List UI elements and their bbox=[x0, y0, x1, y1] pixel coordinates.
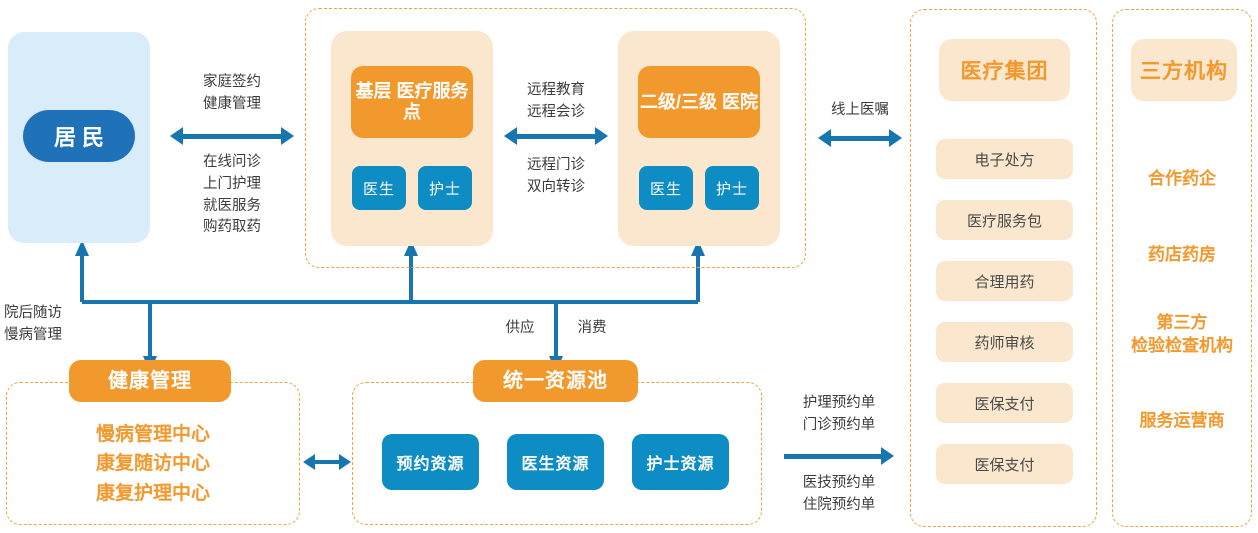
medical-group-title: 医疗集团 bbox=[960, 60, 1049, 83]
third-party-items: 合作药企 药店药房 第三方 检验检查机构 服务运营商 bbox=[1112, 120, 1252, 510]
medical-group-item-1-label: 医疗服务包 bbox=[966, 212, 1042, 230]
arrow-label-primary-hospital-top: 远程教育 远程会诊 bbox=[527, 82, 585, 120]
hospital-role-nurse-label: 护士 bbox=[715, 180, 748, 198]
resource-pool-title-chip[interactable]: 统一资源池 bbox=[473, 360, 638, 402]
third-party-panel bbox=[1112, 9, 1252, 527]
arrow-label-resident-center-bottom: 在线问诊 上门护理 就医服务 购药取药 bbox=[203, 154, 261, 236]
health-management-title: 健康管理 bbox=[108, 369, 192, 392]
primary-care-title-chip[interactable]: 基层 医疗服务点 bbox=[351, 66, 473, 138]
resource-pool-item-0-label: 预约资源 bbox=[396, 456, 465, 473]
resident-badge[interactable]: 居民 bbox=[23, 110, 135, 162]
primary-care-role-nurse-label: 护士 bbox=[428, 180, 461, 198]
medical-group-item-2-label: 合理用药 bbox=[974, 273, 1035, 291]
arrow-health-resource bbox=[303, 452, 351, 472]
resource-pool-item-0[interactable]: 预约资源 bbox=[382, 434, 479, 490]
arrow-resident-center bbox=[170, 126, 294, 146]
medical-group-item-0-label: 电子处方 bbox=[974, 151, 1035, 169]
arrow-primary-hospital bbox=[504, 126, 608, 146]
medical-group-item-1[interactable]: 医疗服务包 bbox=[936, 200, 1073, 240]
arrow-label-orders-top: 护理预约单 门诊预约单 bbox=[802, 395, 876, 433]
medical-group-item-3[interactable]: 药师审核 bbox=[936, 322, 1073, 362]
arrow-label-center-group: 线上医嘱 bbox=[831, 102, 889, 118]
resource-pool-item-1-label: 医生资源 bbox=[521, 456, 590, 473]
hospital-role-doctor-label: 医生 bbox=[649, 180, 682, 198]
primary-care-role-nurse[interactable]: 护士 bbox=[418, 166, 472, 210]
hospital-title-chip[interactable]: 二级/三级 医院 bbox=[638, 66, 760, 138]
third-party-item-3[interactable]: 服务运营商 bbox=[1139, 411, 1225, 430]
resident-label: 居民 bbox=[53, 125, 110, 150]
medical-group-item-2[interactable]: 合理用药 bbox=[936, 261, 1073, 301]
resource-pool-item-1[interactable]: 医生资源 bbox=[507, 434, 604, 490]
hospital-title: 二级/三级 医院 bbox=[639, 91, 758, 112]
third-party-title: 三方机构 bbox=[1140, 60, 1228, 83]
arrow-orders bbox=[784, 446, 894, 466]
medical-group-panel bbox=[910, 9, 1097, 527]
medical-group-item-0[interactable]: 电子处方 bbox=[936, 139, 1073, 179]
medical-group-item-4[interactable]: 医保支付 bbox=[936, 383, 1073, 423]
third-party-item-2[interactable]: 第三方 检验检查机构 bbox=[1131, 313, 1233, 355]
primary-care-role-doctor[interactable]: 医生 bbox=[352, 166, 406, 210]
primary-care-role-doctor-label: 医生 bbox=[362, 180, 395, 198]
medical-group-item-3-label: 药师审核 bbox=[974, 334, 1035, 352]
medical-group-item-5[interactable]: 医保支付 bbox=[936, 444, 1073, 484]
primary-care-card bbox=[331, 31, 493, 246]
health-management-item-2[interactable]: 康复护理中心 bbox=[95, 482, 210, 504]
medical-group-item-5-label: 医保支付 bbox=[974, 456, 1035, 474]
center-panel bbox=[305, 8, 806, 268]
resource-pool-item-2[interactable]: 护士资源 bbox=[632, 434, 729, 490]
resource-pool-item-2-label: 护士资源 bbox=[646, 456, 715, 473]
third-party-item-0[interactable]: 合作药企 bbox=[1148, 169, 1216, 188]
primary-care-title: 基层 医疗服务点 bbox=[355, 81, 469, 122]
health-management-item-1[interactable]: 康复随访中心 bbox=[95, 453, 210, 475]
medical-group-item-4-label: 医保支付 bbox=[974, 395, 1035, 413]
arrow-label-post-discharge: 院后随访 慢病管理 bbox=[4, 305, 62, 343]
health-management-item-0[interactable]: 慢病管理中心 bbox=[95, 424, 210, 445]
health-management-title-chip[interactable]: 健康管理 bbox=[69, 360, 231, 402]
arrow-center-group bbox=[818, 128, 902, 148]
arrow-label-supply: 供应 bbox=[505, 320, 535, 336]
health-management-items: 慢病管理中心 康复随访中心 康复护理中心 bbox=[6, 420, 300, 508]
arrow-label-consume: 消费 bbox=[577, 320, 607, 336]
arrow-label-orders-bottom: 医技预约单 住院预约单 bbox=[802, 475, 876, 513]
arrow-label-resident-center-top: 家庭签约 健康管理 bbox=[203, 74, 261, 112]
third-party-title-chip[interactable]: 三方机构 bbox=[1131, 39, 1237, 101]
hospital-card bbox=[618, 31, 780, 246]
arrow-label-primary-hospital-bottom: 远程门诊 双向转诊 bbox=[527, 157, 585, 195]
hospital-role-doctor[interactable]: 医生 bbox=[639, 166, 693, 210]
hospital-role-nurse[interactable]: 护士 bbox=[705, 166, 759, 210]
third-party-item-1[interactable]: 药店药房 bbox=[1148, 245, 1216, 264]
resource-pool-title: 统一资源池 bbox=[503, 369, 608, 392]
medical-group-title-chip[interactable]: 医疗集团 bbox=[939, 39, 1070, 101]
